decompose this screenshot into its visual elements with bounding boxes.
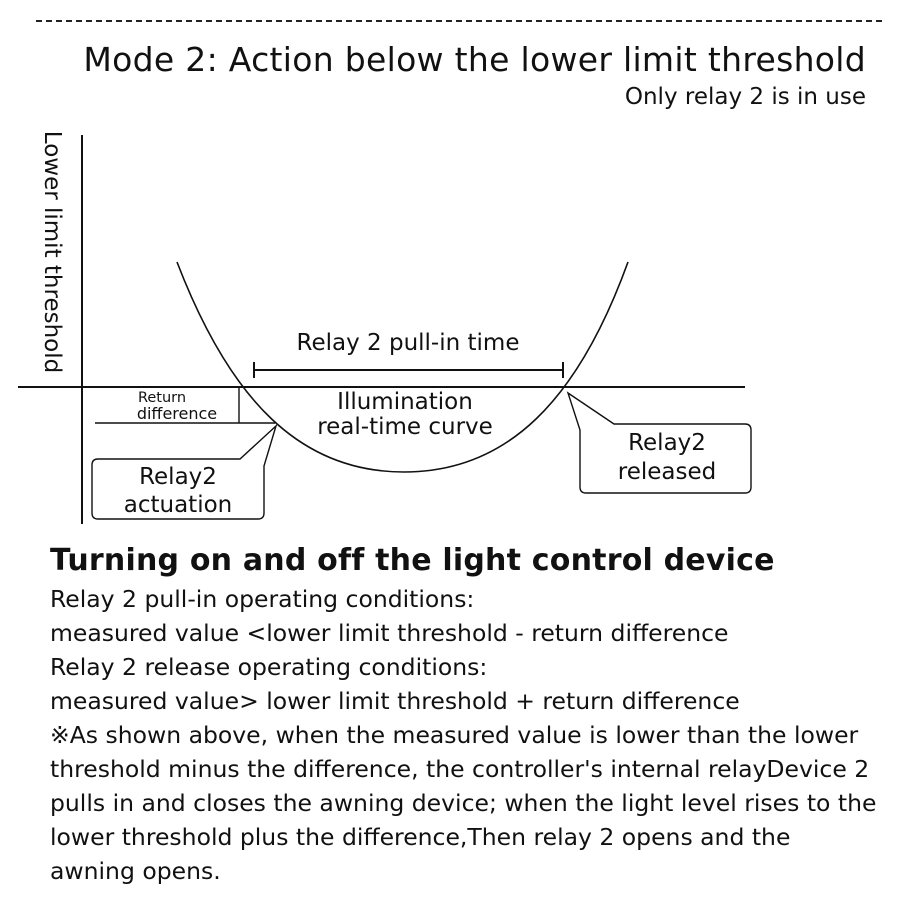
curve-label-1: Illumination [337,389,473,415]
actuation-label-2: actuation [124,492,233,518]
explanation-heading: Turning on and off the light control dev… [50,543,775,578]
explanation-note: ※As shown above, when the measured value… [50,721,877,885]
pull-in-time-label: Relay 2 pull-in time [297,330,520,356]
explanation-section: Turning on and off the light control dev… [50,543,890,888]
threshold-diagram: Lower limit threshold Relay 2 pull-in ti… [18,131,752,524]
released-label-1: Relay2 [628,430,706,456]
release-conditions-label: Relay 2 release operating conditions: [50,653,488,681]
dashed-divider [36,20,882,22]
release-formula: measured value> lower limit threshold + … [50,687,740,715]
actuation-label-1: Relay2 [139,464,217,490]
pull-in-formula: measured value <lower limit threshold - … [50,619,729,647]
illumination-curve [176,261,629,473]
pull-in-conditions-label: Relay 2 pull-in operating conditions: [50,585,475,613]
mode-subtitle: Only relay 2 is in use [624,84,866,110]
released-label-2: released [618,459,716,485]
return-difference-label-1: Return [138,390,186,406]
released-callout [566,391,752,494]
mode-title: Mode 2: Action below the lower limit thr… [83,40,866,79]
y-axis-label: Lower limit threshold [39,131,65,373]
curve-label-2: real-time curve [317,414,493,440]
return-difference-label-2: difference [137,404,217,423]
actuation-callout [91,423,278,520]
